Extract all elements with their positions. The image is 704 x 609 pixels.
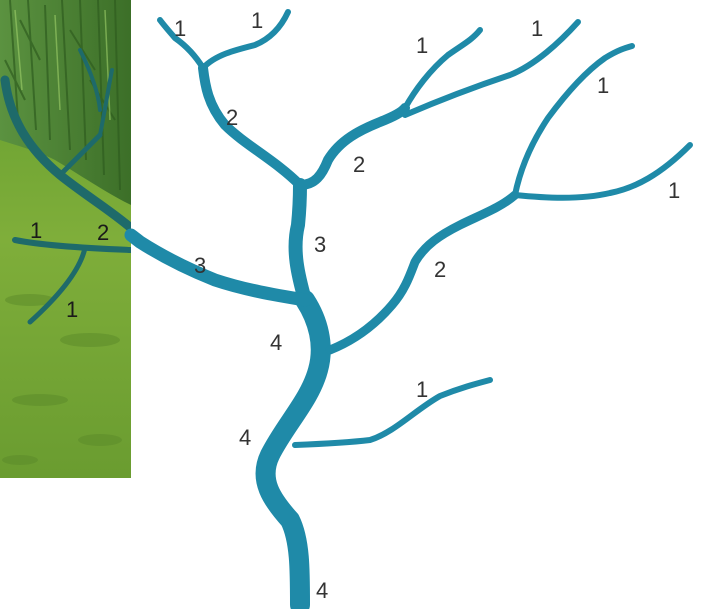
stream-segment-order-1 <box>515 145 690 198</box>
stream-segment-order-3 <box>131 235 305 300</box>
order-label: 4 <box>270 330 282 355</box>
order-label: 4 <box>316 578 328 603</box>
stream-segment-order-2 <box>330 195 515 350</box>
order-label: 2 <box>97 220 109 245</box>
order-label: 1 <box>668 178 680 203</box>
order-label: 3 <box>314 232 326 257</box>
order-label: 2 <box>353 152 365 177</box>
order-label: 1 <box>416 33 428 58</box>
order-label: 2 <box>226 105 238 130</box>
stream-segment-order-1 <box>515 46 632 195</box>
stream-network <box>131 12 690 605</box>
order-label: 1 <box>251 8 263 33</box>
order-label: 3 <box>194 253 206 278</box>
order-label: 1 <box>597 73 609 98</box>
order-label: 4 <box>239 425 251 450</box>
order-label: 1 <box>531 16 543 41</box>
order-label: 1 <box>174 16 186 41</box>
stream-segment-order-1 <box>203 12 288 68</box>
stream-segment-order-3 <box>296 185 305 300</box>
field-photo <box>0 0 131 478</box>
order-label: 2 <box>434 257 446 282</box>
stream-segment-order-2 <box>203 68 300 185</box>
stream-segment-order-1 <box>295 380 490 445</box>
order-label: 1 <box>416 377 428 402</box>
order-label: 1 <box>30 218 42 243</box>
order-label: 1 <box>66 297 78 322</box>
